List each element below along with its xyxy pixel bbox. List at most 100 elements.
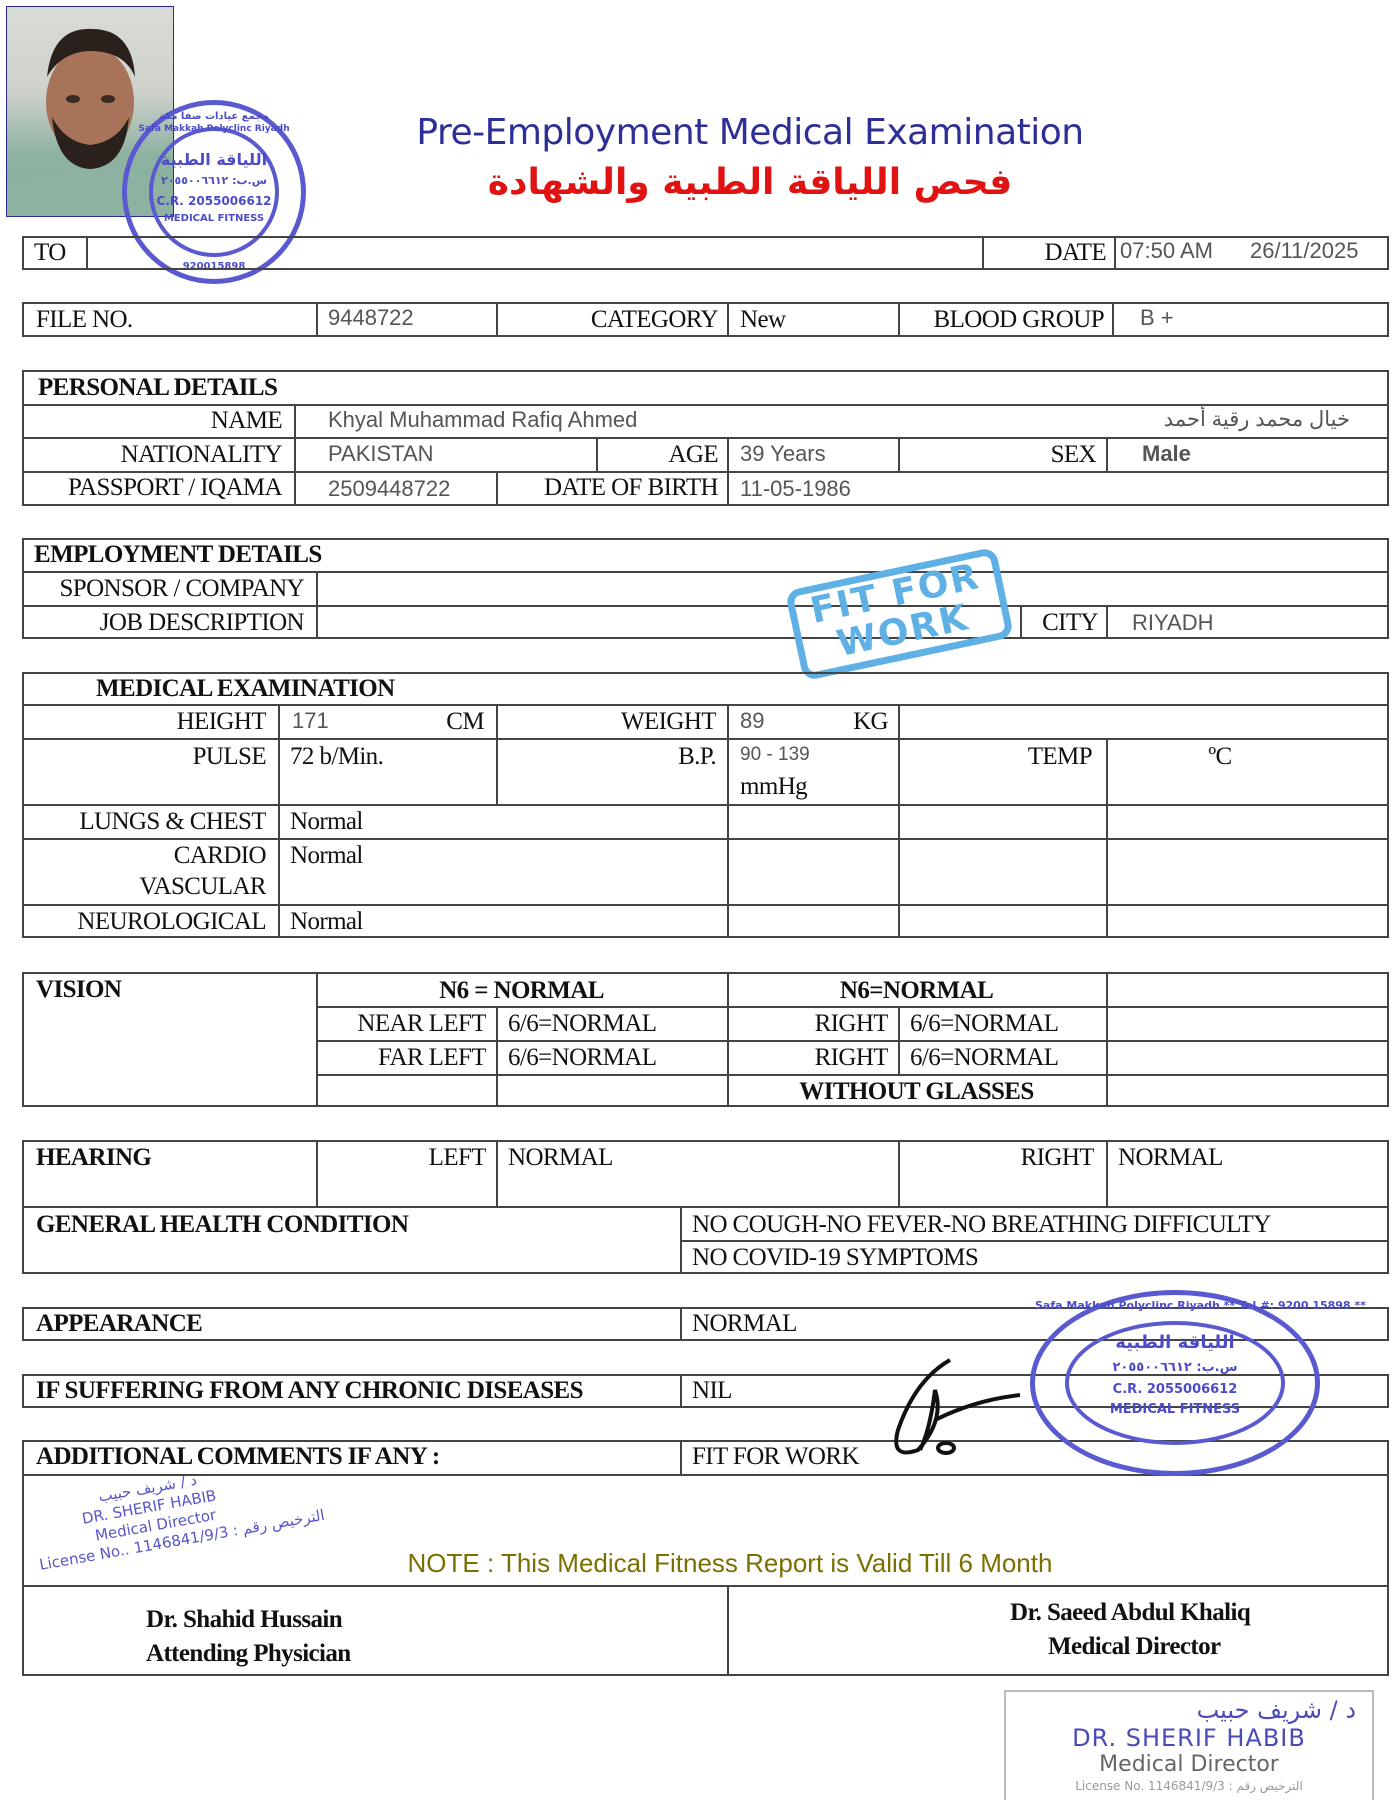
hearing-right-label: RIGHT (1020, 1144, 1094, 1171)
stamp-line1: اللياقة الطبية (160, 150, 268, 169)
sex-label: SEX (1050, 441, 1096, 468)
sex-value: Male (1142, 441, 1191, 466)
without-glasses: WITHOUT GLASSES (799, 1078, 1034, 1105)
stamp-bottom-dept: MEDICAL FITNESS (1109, 1402, 1241, 1417)
right-stamp-en-name: DR. SHERIF HABIB (1072, 1724, 1306, 1752)
appearance-value: NORMAL (692, 1310, 797, 1337)
lungs-chest-label: LUNGS & CHEST (79, 808, 266, 835)
height-value: 171 (292, 708, 329, 733)
general-health-line1: NO COUGH-NO FEVER-NO BREATHING DIFFICULT… (692, 1211, 1271, 1238)
right-stamp-ar-name: د / شريف حبيب (1196, 1696, 1356, 1724)
chronic-diseases-label: IF SUFFERING FROM ANY CHRONIC DISEASES (36, 1377, 584, 1404)
near-right-label: RIGHT (814, 1010, 888, 1037)
passport-label: PASSPORT / IQAMA (68, 474, 282, 501)
employment-details-heading: EMPLOYMENT DETAILS (34, 541, 322, 568)
temp-unit: ºC (1208, 743, 1232, 770)
weight-value: 89 (740, 708, 765, 733)
comments-label: ADDITIONAL COMMENTS IF ANY : (36, 1443, 440, 1470)
chronic-diseases-row (22, 1374, 1389, 1408)
hearing-left-value: NORMAL (508, 1144, 613, 1171)
hearing-right-value: NORMAL (1118, 1144, 1223, 1171)
name-value: Khyal Muhammad Rafiq Ahmed (328, 407, 638, 432)
city-value: RIYADH (1132, 610, 1214, 635)
n6-left: N6 = NORMAL (439, 977, 604, 1004)
stamp-dept: MEDICAL FITNESS (163, 213, 265, 224)
comments-value: FIT FOR WORK (692, 1443, 860, 1470)
neurological-label: NEUROLOGICAL (77, 908, 266, 935)
left-signatory-name: Dr. Shahid Hussain (146, 1606, 343, 1633)
stamp-arc-ar: مجمع عيادات صفا مكة (159, 111, 269, 122)
weight-unit: KG (853, 708, 888, 735)
dob-value: 11-05-1986 (740, 476, 851, 501)
category-value: New (740, 306, 786, 333)
age-value: 39 Years (740, 441, 826, 466)
to-date-row (22, 236, 1389, 270)
time-value: 07:50 AM (1120, 238, 1213, 263)
page-title: Pre-Employment Medical Examination (416, 112, 1084, 153)
city-label: CITY (1042, 609, 1098, 636)
n6-right: N6=NORMAL (839, 977, 994, 1004)
name-arabic-value: خيال محمد رقية أحمد (1163, 408, 1350, 431)
medical-examination-heading: MEDICAL EXAMINATION (96, 675, 395, 702)
passport-value: 2509448722 (328, 476, 451, 501)
personal-details-heading: PERSONAL DETAILS (38, 374, 278, 401)
vision-heading: VISION (36, 976, 122, 1003)
near-left-value: 6/6=NORMAL (508, 1010, 657, 1037)
pulse-label: PULSE (192, 743, 266, 770)
director-stamp-right: د / شريف حبيب DR. SHERIF HABIB Medical D… (1004, 1690, 1374, 1800)
job-description-label: JOB DESCRIPTION (99, 609, 304, 636)
cardio-label-2: VASCULAR (139, 873, 266, 900)
comments-signature-section (22, 1440, 1389, 1676)
signature-icon (894, 1358, 1021, 1455)
lungs-chest-value: Normal (290, 808, 363, 835)
neurological-value: Normal (290, 908, 363, 935)
near-right-value: 6/6=NORMAL (910, 1010, 1059, 1037)
page-title-arabic: فحص اللياقة الطبية والشهادة (487, 162, 1013, 203)
date-label: DATE (1044, 239, 1106, 266)
bp-label: B.P. (678, 743, 716, 770)
file-no-value: 9448722 (328, 305, 414, 330)
name-label: NAME (210, 407, 282, 434)
appearance-row (22, 1307, 1389, 1341)
stamp-line2: س.ب: ٢٠٥٥٠٠٦٦١٢ (161, 174, 267, 187)
validity-note: NOTE : This Medical Fitness Report is Va… (407, 1548, 1053, 1578)
height-label: HEIGHT (176, 708, 266, 735)
category-label: CATEGORY (590, 306, 718, 333)
file-no-label: FILE NO. (36, 306, 133, 333)
left-signatory-title: Attending Physician (146, 1640, 351, 1667)
file-row (22, 302, 1389, 337)
clinic-stamp-bottom: Safa Makkah Polyclinc Riyadh ** Tel.#: 9… (1030, 1290, 1366, 1476)
nationality-label: NATIONALITY (120, 441, 282, 468)
weight-label: WEIGHT (621, 708, 716, 735)
bp-value: 90 - 139 (740, 744, 810, 765)
date-value: 26/11/2025 (1250, 238, 1359, 263)
bp-unit: mmHg (740, 773, 808, 800)
applicant-photo (6, 6, 174, 217)
hearing-left-label: LEFT (428, 1144, 486, 1171)
right-signatory-name: Dr. Saeed Abdul Khaliq (1010, 1599, 1251, 1626)
employment-details-section (22, 538, 1389, 639)
nationality-value: PAKISTAN (328, 441, 434, 466)
vision-section (22, 972, 1389, 1107)
appearance-label: APPEARANCE (36, 1310, 203, 1337)
cardio-value: Normal (290, 842, 363, 869)
right-stamp-license: License No. 1146841/9/3 : الترخيص رقم (1075, 1779, 1303, 1793)
far-left-value: 6/6=NORMAL (508, 1044, 657, 1071)
general-health-line2: NO COVID-19 SYMPTOMS (692, 1244, 979, 1271)
stamp-bottom-line1: اللياقة الطبية (1115, 1332, 1235, 1353)
sponsor-label: SPONSOR / COMPANY (59, 575, 304, 602)
cardio-label-1: CARDIO (173, 842, 266, 869)
stamp-tel: 920015898 (182, 261, 246, 272)
stamp-arc-en: Safa Makkah Polyclinc Riyadh (138, 124, 290, 134)
stamp-bottom-line2: س.ب: ٢٠٥٥٠٠٦٦١٢ (1112, 1360, 1238, 1375)
right-signatory-title: Medical Director (1048, 1633, 1221, 1660)
far-right-label: RIGHT (814, 1044, 888, 1071)
far-right-value: 6/6=NORMAL (910, 1044, 1059, 1071)
stamp-bottom-arc: Safa Makkah Polyclinc Riyadh ** Tel.#: 9… (1035, 1299, 1366, 1312)
chronic-diseases-value: NIL (692, 1377, 732, 1404)
stamp-bottom-cr: C.R. 2055006612 (1112, 1382, 1238, 1397)
general-health-heading: GENERAL HEALTH CONDITION (36, 1211, 409, 1238)
stamp-cr: C.R. 2055006612 (156, 194, 272, 208)
blood-group-value: B + (1140, 305, 1174, 330)
far-left-label: FAR LEFT (378, 1044, 486, 1071)
